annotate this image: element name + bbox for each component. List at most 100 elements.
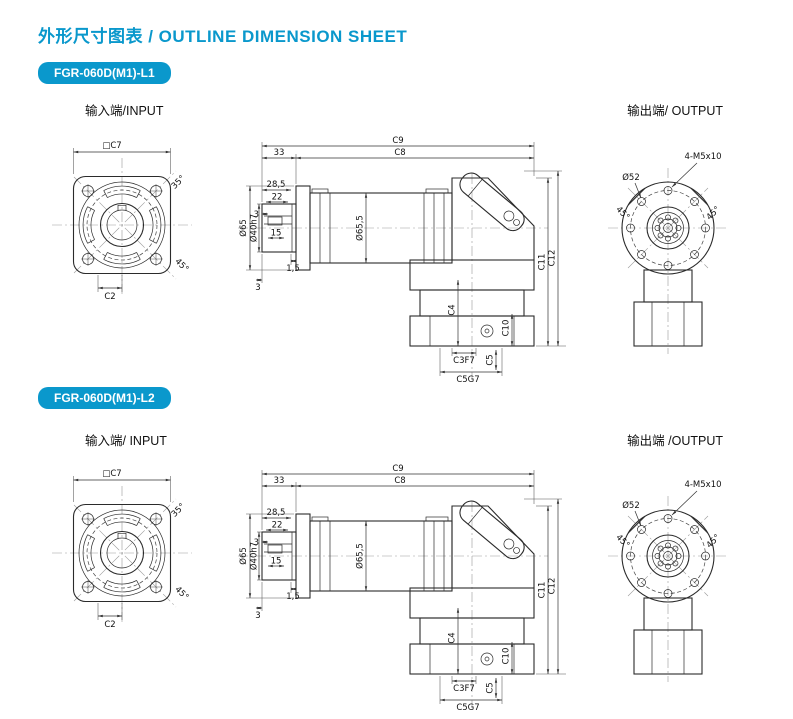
dim-dia65-5: Ø65,5 — [355, 215, 366, 241]
angle-bottom-label: 45° — [173, 257, 191, 275]
dim-15: 15 — [271, 557, 282, 567]
dim-c12: C12 — [548, 578, 558, 595]
dim-bolt-callout: 4-M5x10 — [684, 152, 721, 162]
dim-22: 22 — [272, 193, 283, 203]
dim-c10: C10 — [502, 648, 512, 665]
dim-c2-label: C2 — [104, 292, 115, 302]
input-flange-front-view: □C7 C2 35° 45° — [52, 469, 192, 630]
angle-bottom-label: 45° — [173, 585, 191, 603]
dim-c10: C10 — [502, 320, 512, 337]
drawing-section-l1: □C7 C2 35° 45° 28,5 22 3 15 1,5 3 — [0, 118, 793, 386]
input-end-label-2: 输入端/ INPUT — [85, 434, 167, 448]
dim-c7-label: □C7 — [102, 141, 121, 151]
arc-slot — [103, 185, 141, 198]
dim-c8: C8 — [394, 476, 405, 486]
dim-3: 3 — [254, 210, 259, 220]
bolt-circle-dashed — [86, 517, 158, 589]
output-flange-view: Ø52 4-M5x10 45° 45° — [608, 480, 728, 682]
bolt-circle-dashed — [86, 189, 158, 261]
motor-clamp — [459, 500, 525, 560]
dim-c9: C9 — [392, 464, 403, 474]
keyway-notch — [117, 204, 127, 211]
page-title: 外形尺寸图表 / OUTLINE DIMENSION SHEET — [38, 27, 408, 46]
dim-1-5: 1,5 — [286, 592, 300, 602]
dim-dia65-5: Ø65,5 — [355, 543, 366, 569]
output-bolt-circle — [630, 190, 706, 266]
dim-1-5: 1,5 — [286, 264, 300, 274]
dim-dia52: Ø52 — [622, 500, 640, 511]
dim-c8: C8 — [394, 148, 405, 158]
dim-28-5: 28,5 — [267, 508, 286, 518]
angle-left-label: 45° — [614, 205, 632, 223]
dim-c12: C12 — [548, 250, 558, 267]
dim-dia40h7: Ø40h7 — [249, 542, 260, 570]
angle-right-label: 45° — [705, 533, 723, 551]
input-end-label-1: 输入端/INPUT — [85, 104, 164, 118]
dim-3b: 3 — [255, 611, 260, 621]
output-housing-below — [633, 269, 703, 347]
output-flange-view: Ø52 4-M5x10 45° 45° — [608, 152, 728, 354]
dim-c5: C5 — [486, 682, 496, 693]
output-housing-below — [633, 597, 703, 675]
dim-c3f7: C3F7 — [453, 684, 475, 694]
dim-c5: C5 — [486, 354, 496, 365]
oil-plug — [480, 324, 494, 338]
input-flange-outline — [72, 503, 172, 603]
angle-left-label: 45° — [614, 533, 632, 551]
pilot-circle — [99, 202, 145, 248]
flange-boss-circle — [78, 181, 166, 269]
output-flange-circle — [621, 509, 715, 603]
dim-15: 15 — [271, 229, 282, 239]
oil-plug — [480, 652, 494, 666]
dim-28-5: 28,5 — [267, 180, 286, 190]
output-bolt-circle — [630, 518, 706, 594]
dim-3b: 3 — [255, 283, 260, 293]
dim-33: 33 — [274, 476, 285, 486]
dim-3: 3 — [254, 538, 259, 548]
gearbox-body — [295, 513, 453, 599]
arc-slot — [103, 580, 141, 593]
arc-slot — [103, 513, 141, 526]
dim-c7-label: □C7 — [102, 469, 121, 479]
dim-dia65: Ø65 — [238, 219, 249, 237]
arc-slot — [82, 534, 95, 572]
output-end-label-1: 输出端/ OUTPUT — [627, 104, 723, 118]
dimension-drawing: □C7 C2 35° 45° 28,5 22 3 15 1,5 3 — [52, 136, 728, 385]
dim-dia40h7: Ø40h7 — [249, 214, 260, 242]
arc-slot — [103, 252, 141, 265]
dim-c5g7: C5G7 — [456, 703, 479, 713]
dimension-drawing: □C7 C2 35° 45° 28,5 22 3 15 1,5 3 — [52, 464, 728, 713]
output-bolt-holes — [626, 514, 710, 598]
output-end-label-2: 输出端 /OUTPUT — [627, 434, 723, 448]
drawing-section-l2: □C7 C2 35° 45° 28,5 22 3 15 1,5 3 — [0, 446, 793, 714]
dim-c2-label: C2 — [104, 620, 115, 630]
arc-slot — [82, 206, 95, 244]
dim-c4: C4 — [448, 632, 458, 643]
dim-c11: C11 — [538, 254, 548, 271]
dim-c11: C11 — [538, 582, 548, 599]
dim-dia52: Ø52 — [622, 172, 640, 183]
output-spline-holes — [654, 542, 682, 570]
model-badge-l2: FGR-060D(M1)-L2 — [38, 387, 171, 409]
model-badge-l1: FGR-060D(M1)-L1 — [38, 62, 171, 84]
output-spline-holes — [654, 214, 682, 242]
output-housing — [409, 500, 535, 675]
angle-top-label: 35° — [170, 502, 188, 520]
dim-c5g7: C5G7 — [456, 375, 479, 385]
pilot-circle — [99, 530, 145, 576]
arc-slot — [149, 534, 162, 572]
dim-33: 33 — [274, 148, 285, 158]
output-bolt-holes — [626, 186, 710, 270]
side-section-view: 28,5 22 3 15 1,5 3 Ø65 Ø40h7 — [238, 464, 566, 713]
dim-c4: C4 — [448, 304, 458, 315]
input-bore-circle — [106, 209, 138, 241]
dim-c9: C9 — [392, 136, 403, 146]
dim-bolt-callout: 4-M5x10 — [684, 480, 721, 490]
motor-clamp — [459, 172, 525, 232]
keyway-notch — [117, 532, 127, 539]
input-flange-front-view: □C7 C2 35° 45° — [52, 141, 192, 302]
dim-c3f7: C3F7 — [453, 356, 475, 366]
dim-dia65: Ø65 — [238, 547, 249, 565]
gearbox-body — [295, 185, 453, 271]
